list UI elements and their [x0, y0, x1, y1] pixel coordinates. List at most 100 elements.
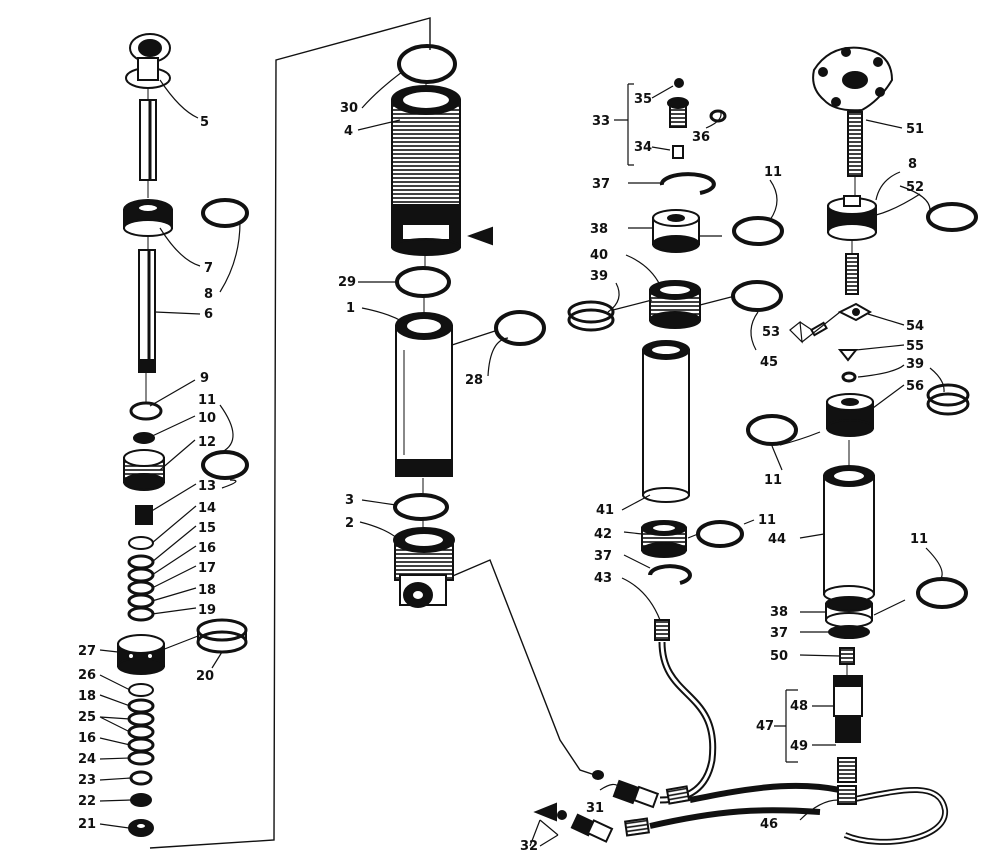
- label-23: 23: [78, 773, 96, 788]
- left-leaders: [99, 79, 241, 829]
- rod-guide: [123, 199, 173, 237]
- label-19: 19: [198, 603, 216, 618]
- shim-stack-upper: [127, 536, 155, 622]
- ring-45: [731, 280, 783, 312]
- piston-ring: [201, 450, 249, 480]
- label-51: 51: [906, 122, 924, 137]
- washer: [129, 401, 163, 421]
- label-31: 31: [586, 801, 604, 816]
- part-labels: 5 7 8 6 9 11 10 12 13 14 15 16 17 18 19 …: [78, 92, 928, 854]
- adjuster-parts: [746, 46, 978, 805]
- ring-11-right-b: [916, 577, 968, 609]
- label-47: 47: [756, 719, 774, 734]
- label-33: 33: [592, 114, 610, 129]
- hose-left: [658, 641, 717, 804]
- ring-11-right-a: [746, 414, 798, 446]
- threaded-body: [391, 85, 461, 256]
- reservoir-leaders: [529, 83, 778, 847]
- fitting-31: [592, 770, 691, 809]
- label-11c: 11: [758, 513, 776, 528]
- adjuster-axis: [846, 176, 856, 676]
- label-26: 26: [78, 668, 96, 683]
- label-18b: 18: [78, 689, 96, 704]
- label-48: 48: [790, 699, 808, 714]
- label-25: 25: [78, 710, 96, 725]
- label-12: 12: [198, 435, 216, 450]
- label-11d: 11: [764, 473, 782, 488]
- label-27: 27: [78, 644, 96, 659]
- quick-coupler: [833, 675, 863, 805]
- label-21: 21: [78, 817, 96, 832]
- label-30: 30: [340, 101, 358, 116]
- floating-piston: [649, 280, 701, 329]
- ring-11-top: [732, 216, 784, 246]
- label-14: 14: [198, 501, 216, 516]
- label-46: 46: [760, 817, 778, 832]
- label-39b: 39: [906, 357, 924, 372]
- label-11: 11: [198, 393, 216, 408]
- label-11b: 11: [764, 165, 782, 180]
- label-53: 53: [762, 325, 780, 340]
- label-2: 2: [345, 516, 354, 531]
- ring-11-mid: [696, 520, 744, 548]
- ring-39-right: [926, 383, 970, 416]
- snap-ring-lower: [648, 564, 692, 585]
- top-ring-30: [397, 44, 457, 84]
- label-15: 15: [198, 521, 216, 536]
- label-39: 39: [590, 269, 608, 284]
- adjuster-screw: [847, 111, 863, 177]
- label-8b: 8: [908, 157, 917, 172]
- label-54: 54: [906, 319, 924, 334]
- label-41: 41: [596, 503, 614, 518]
- adjuster-body: [827, 195, 877, 241]
- label-5: 5: [200, 115, 209, 130]
- label-35: 35: [634, 92, 652, 107]
- left-column-parts: [117, 33, 249, 837]
- reservoir-tube: [642, 340, 690, 503]
- upper-rod: [139, 99, 157, 181]
- label-37: 37: [592, 177, 610, 192]
- label-37b: 37: [594, 549, 612, 564]
- label-18: 18: [198, 583, 216, 598]
- ring-28: [494, 310, 546, 346]
- left-axis: [145, 88, 149, 402]
- label-56: 56: [906, 379, 924, 394]
- wear-band: [196, 618, 248, 654]
- label-22: 22: [78, 794, 96, 809]
- ring-3: [393, 493, 449, 521]
- label-4: 4: [344, 124, 353, 139]
- label-52: 52: [906, 180, 924, 195]
- label-13: 13: [198, 479, 216, 494]
- label-50: 50: [770, 649, 788, 664]
- label-38b: 38: [770, 605, 788, 620]
- snap-ring: [659, 172, 716, 195]
- rod-eye: [125, 33, 171, 89]
- label-42: 42: [594, 527, 612, 542]
- ring-8-right: [926, 202, 978, 232]
- adjuster-cap: [825, 596, 873, 639]
- label-20: 20: [196, 669, 214, 684]
- center-leaders: [357, 71, 509, 546]
- piston: [123, 449, 165, 491]
- shim-stack-lower: [127, 683, 155, 807]
- label-32: 32: [520, 839, 538, 854]
- bottom-cap: [641, 520, 687, 558]
- label-43: 43: [594, 571, 612, 586]
- label-44: 44: [768, 532, 786, 547]
- label-8: 8: [204, 287, 213, 302]
- cylinder: [395, 312, 453, 477]
- label-9: 9: [200, 371, 209, 386]
- label-7: 7: [204, 261, 213, 276]
- arrow-marker: [467, 226, 493, 246]
- label-37c: 37: [770, 626, 788, 641]
- end-cap: [393, 527, 455, 608]
- adjuster-leaders: [771, 119, 945, 821]
- adjuster-knob: [812, 46, 894, 112]
- label-24: 24: [78, 752, 96, 767]
- label-28: 28: [465, 373, 483, 388]
- ring-39-left: [567, 300, 615, 332]
- reservoir-cap: [652, 209, 700, 253]
- hose-bottom: [649, 782, 948, 845]
- label-1: 1: [346, 301, 355, 316]
